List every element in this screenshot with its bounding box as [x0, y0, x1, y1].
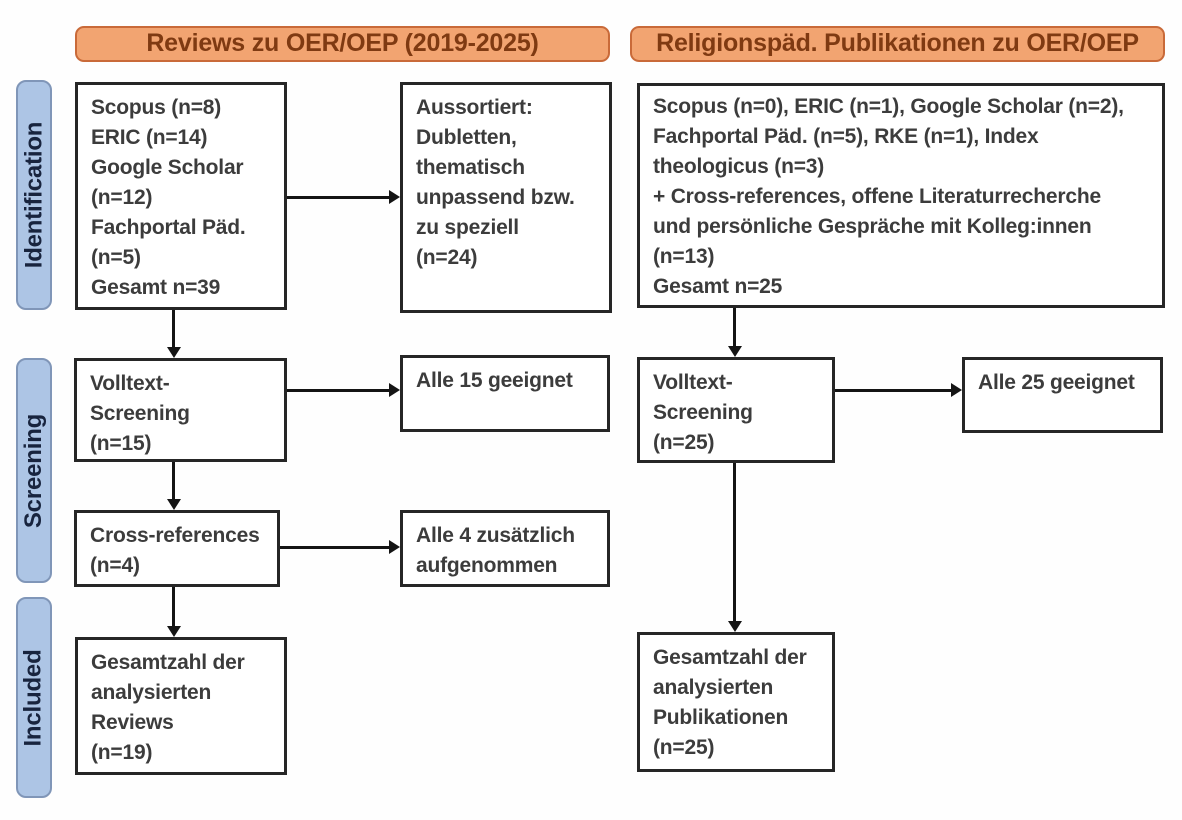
arrow-sources-to-fulltext-line — [172, 310, 175, 347]
arrow-right-fulltext-to-result-head — [951, 383, 962, 397]
arrow-crossref-to-result-head — [389, 540, 400, 554]
box-right-sources: Scopus (n=0), ERIC (n=1), Google Scholar… — [637, 83, 1165, 308]
arrow-right-fulltext-to-included-line — [733, 463, 736, 621]
box-right-included-total: Gesamtzahl der analysierten Publikatione… — [637, 632, 835, 772]
arrow-right-sources-to-fulltext-line — [733, 308, 736, 346]
stage-label-included-text: Included — [20, 648, 48, 747]
arrow-right-sources-to-fulltext-head — [728, 346, 742, 357]
box-left-excluded: Aussortiert: Dubletten, thematisch unpas… — [400, 82, 612, 313]
arrow-right-fulltext-to-result-line — [835, 389, 951, 392]
stage-label-included: Included — [16, 597, 52, 798]
arrow-crossref-to-included-head — [167, 626, 181, 637]
box-right-fulltext-screening: Volltext- Screening (n=25) — [637, 357, 835, 463]
box-left-fulltext-result: Alle 15 geeignet — [400, 355, 610, 432]
stage-label-identification: Identification — [16, 80, 52, 310]
arrow-crossref-to-result-line — [280, 546, 389, 549]
arrow-sources-to-fulltext-head — [167, 347, 181, 358]
stage-label-screening: Screening — [16, 358, 52, 583]
column-header-reviews: Reviews zu OER/OEP (2019-2025) — [75, 26, 610, 62]
arrow-right-fulltext-to-included-head — [728, 621, 742, 632]
arrow-fulltext-to-result-line — [287, 389, 389, 392]
arrow-fulltext-to-crossref-head — [167, 499, 181, 510]
box-left-fulltext-screening: Volltext- Screening (n=15) — [74, 358, 287, 462]
box-left-included-total: Gesamtzahl der analysierten Reviews (n=1… — [75, 637, 287, 775]
box-left-crossref-result: Alle 4 zusätzlich aufgenommen — [400, 510, 610, 587]
stage-label-identification-text: Identification — [20, 121, 48, 269]
box-right-fulltext-result: Alle 25 geeignet — [962, 357, 1163, 433]
box-left-sources: Scopus (n=8) ERIC (n=14) Google Scholar … — [75, 82, 287, 310]
arrow-crossref-to-included-line — [172, 587, 175, 626]
arrow-fulltext-to-crossref-line — [172, 462, 175, 499]
box-left-crossref: Cross-references (n=4) — [74, 510, 280, 587]
arrow-sources-to-excluded-line — [287, 196, 390, 199]
column-header-religionspaed: Religionspäd. Publikationen zu OER/OEP — [630, 26, 1165, 62]
arrow-sources-to-excluded-head — [389, 190, 400, 204]
arrow-fulltext-to-result-head — [389, 383, 400, 397]
stage-label-screening-text: Screening — [20, 413, 47, 528]
